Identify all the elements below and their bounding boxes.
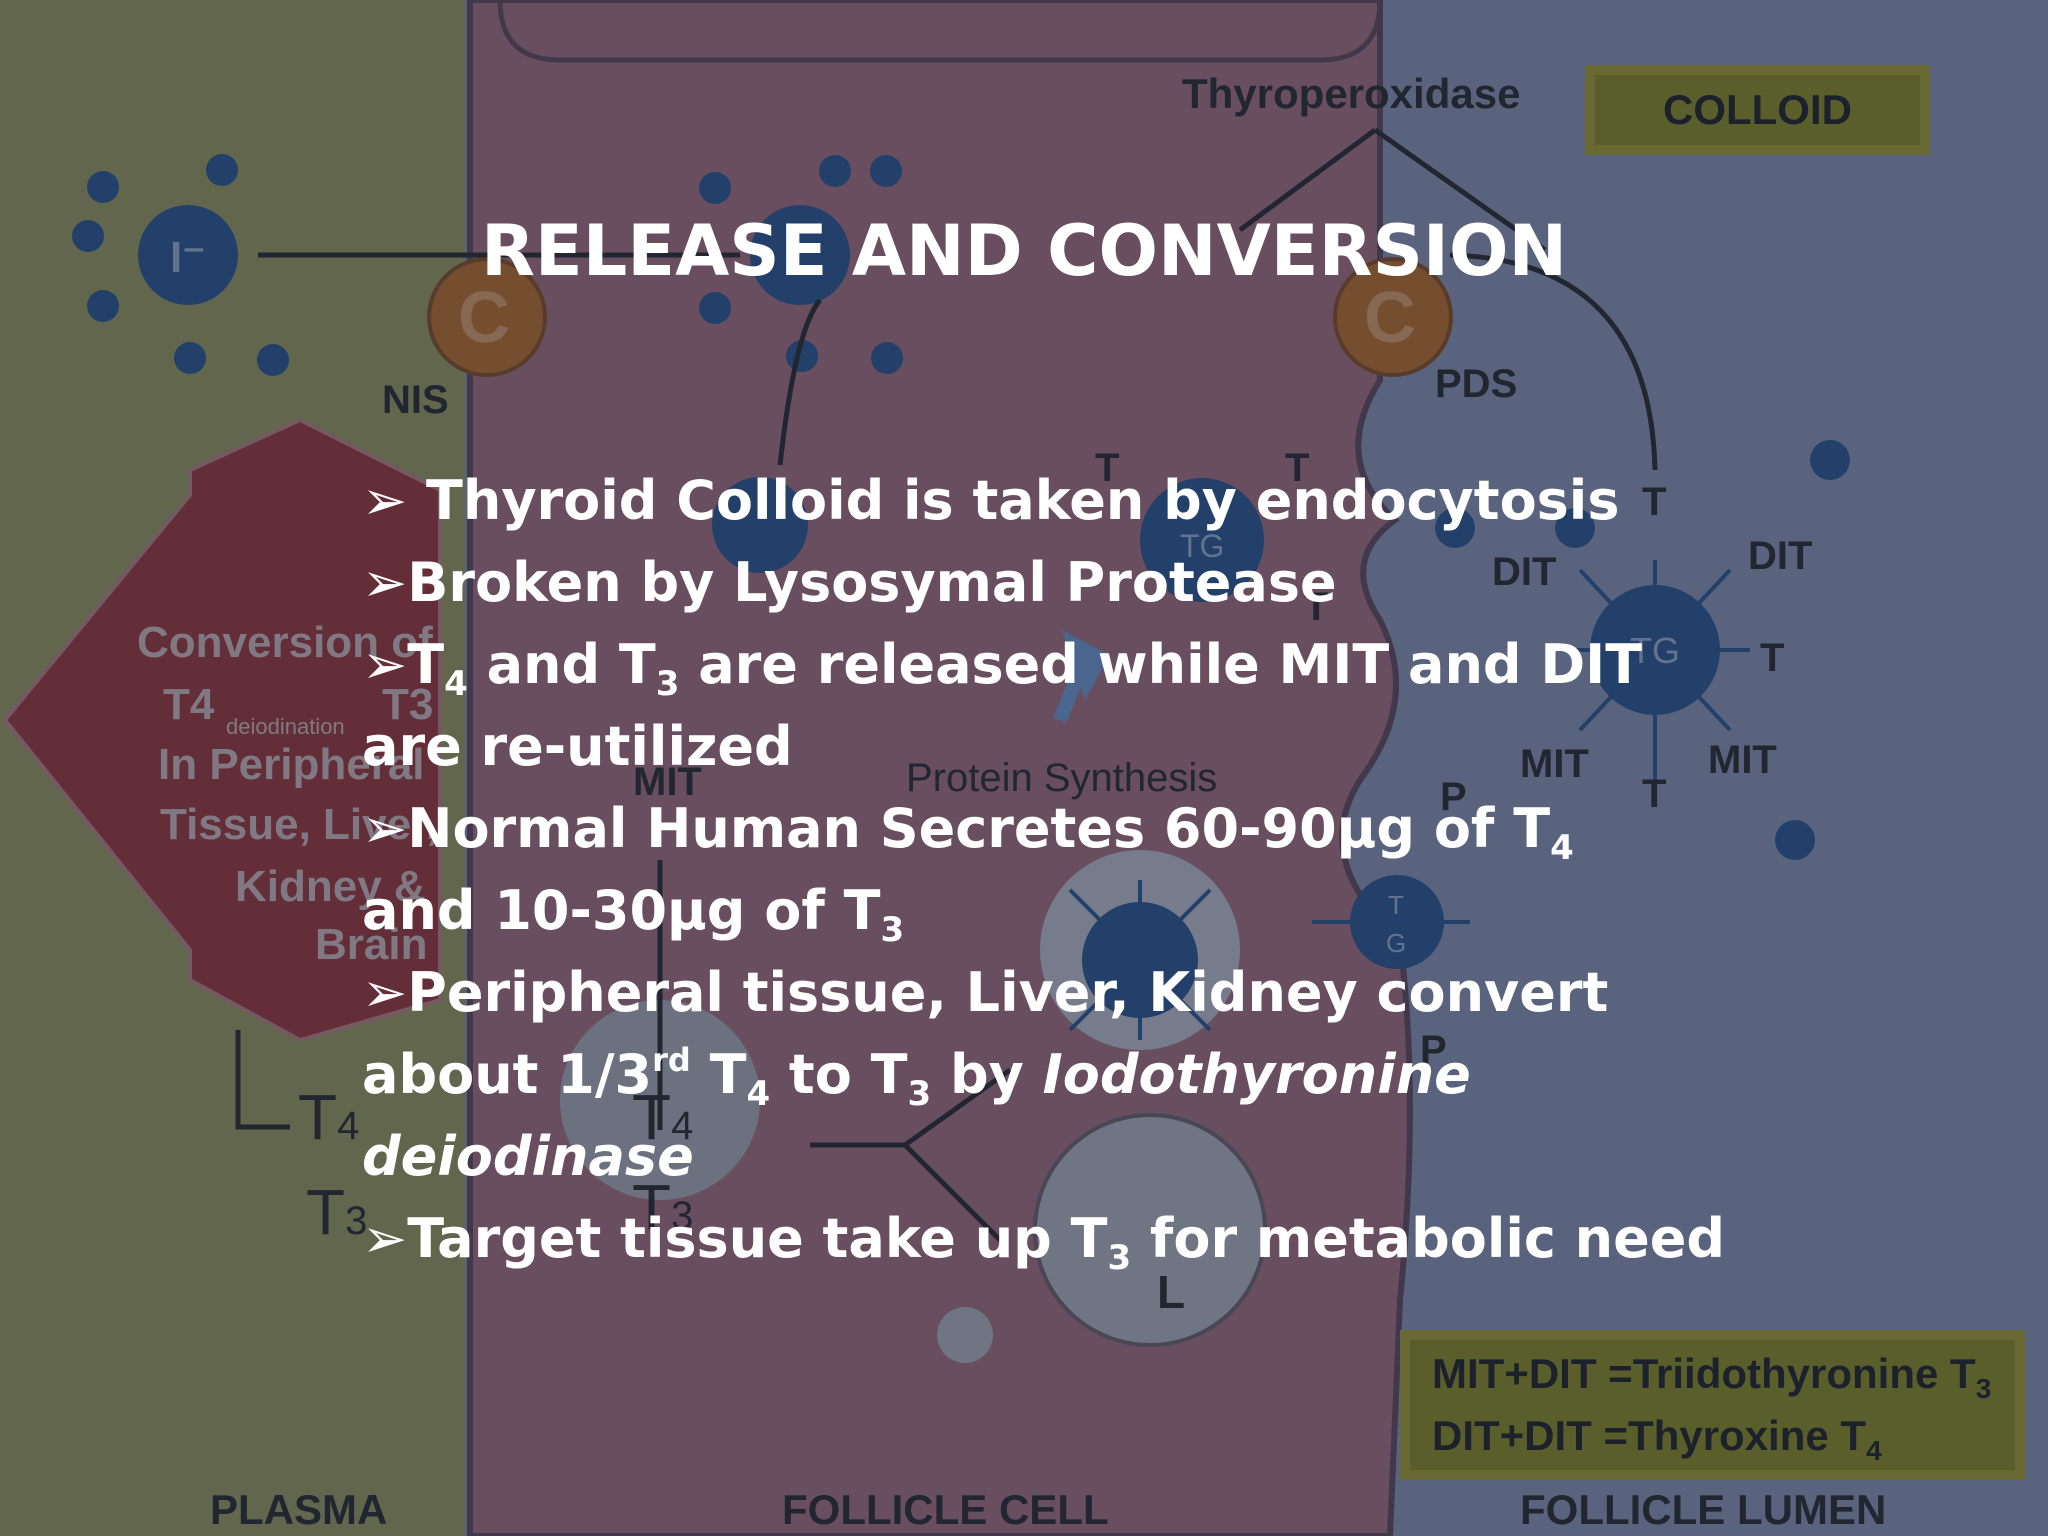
page-title: RELEASE AND CONVERSION [480, 210, 1568, 292]
bullet-2: ➢Broken by Lysosymal Protease [362, 551, 1337, 614]
bullet-5-line-2: about 1/3rd T4 to T3 by Iodothyronine [362, 1041, 1471, 1114]
bullet-marker-icon: ➢ [362, 961, 408, 1024]
bullet-marker-icon: ➢ [362, 797, 408, 860]
bullet-4-line-2: and 10-30µg of T3 [362, 879, 905, 950]
bullet-6: ➢Target tissue take up T3 for metabolic … [362, 1207, 1726, 1278]
bullet-5-line-3: deiodinase [362, 1125, 694, 1188]
bullet-marker-icon: ➢ [362, 551, 408, 614]
bullet-marker-icon: ➢ [362, 469, 408, 532]
bullet-1: ➢ Thyroid Colloid is taken by endocytosi… [362, 469, 1620, 532]
bullet-4: ➢Normal Human Secretes 60-90µg of T4 [362, 797, 1574, 868]
bullet-3: ➢T4 and T3 are released while MIT and DI… [362, 633, 1643, 704]
bullet-marker-icon: ➢ [362, 1207, 408, 1270]
bullet-3-line-2: are re-utilized [362, 715, 793, 778]
bullet-marker-icon: ➢ [362, 633, 408, 696]
bullet-5: ➢Peripheral tissue, Liver, Kidney conver… [362, 961, 1609, 1024]
